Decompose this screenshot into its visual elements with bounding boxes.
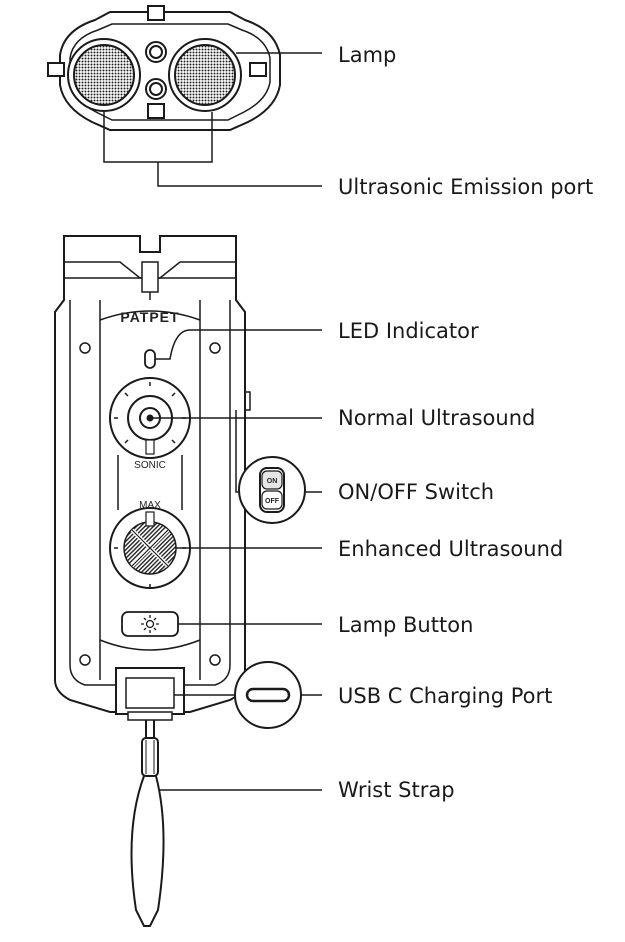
top-view: [47, 5, 281, 131]
switch-off-label: OFF: [265, 498, 280, 505]
brand-logo: PATPET: [120, 309, 179, 325]
callout-usb-c-charging-port: USB C Charging Port: [338, 684, 552, 708]
enhanced-ultrasound-button[interactable]: [109, 507, 191, 589]
switch-on-label: ON: [267, 478, 278, 485]
callout-normal-ultrasound: Normal Ultrasound: [338, 406, 535, 430]
screw-icons: [79, 342, 221, 666]
callout-led-indicator: LED Indicator: [338, 319, 479, 343]
lamp-button[interactable]: [121, 611, 179, 637]
usb-c-port-callout: [174, 661, 302, 729]
sonic-label: SONIC: [134, 460, 166, 471]
max-label: MAX: [139, 500, 161, 511]
usb-c-housing: [115, 667, 185, 721]
led-indicator: [144, 349, 156, 369]
wrist-strap: [130, 720, 165, 927]
callout-enhanced-ultrasound: Enhanced Ultrasound: [338, 537, 563, 561]
callout-on-off-switch: ON/OFF Switch: [338, 480, 494, 504]
on-off-switch-callout[interactable]: [238, 456, 306, 524]
sun-icon: [141, 615, 159, 633]
leader-lines: [150, 329, 322, 791]
callout-wrist-strap: Wrist Strap: [338, 778, 455, 802]
emission-port-bracket: [103, 52, 322, 187]
device-body: [54, 235, 246, 713]
callout-lamp: Lamp: [338, 43, 396, 67]
callout-lamp-button: Lamp Button: [338, 613, 473, 637]
callout-ultrasonic-emission-port: Ultrasonic Emission port: [338, 175, 593, 199]
mode-slot: [117, 455, 183, 510]
